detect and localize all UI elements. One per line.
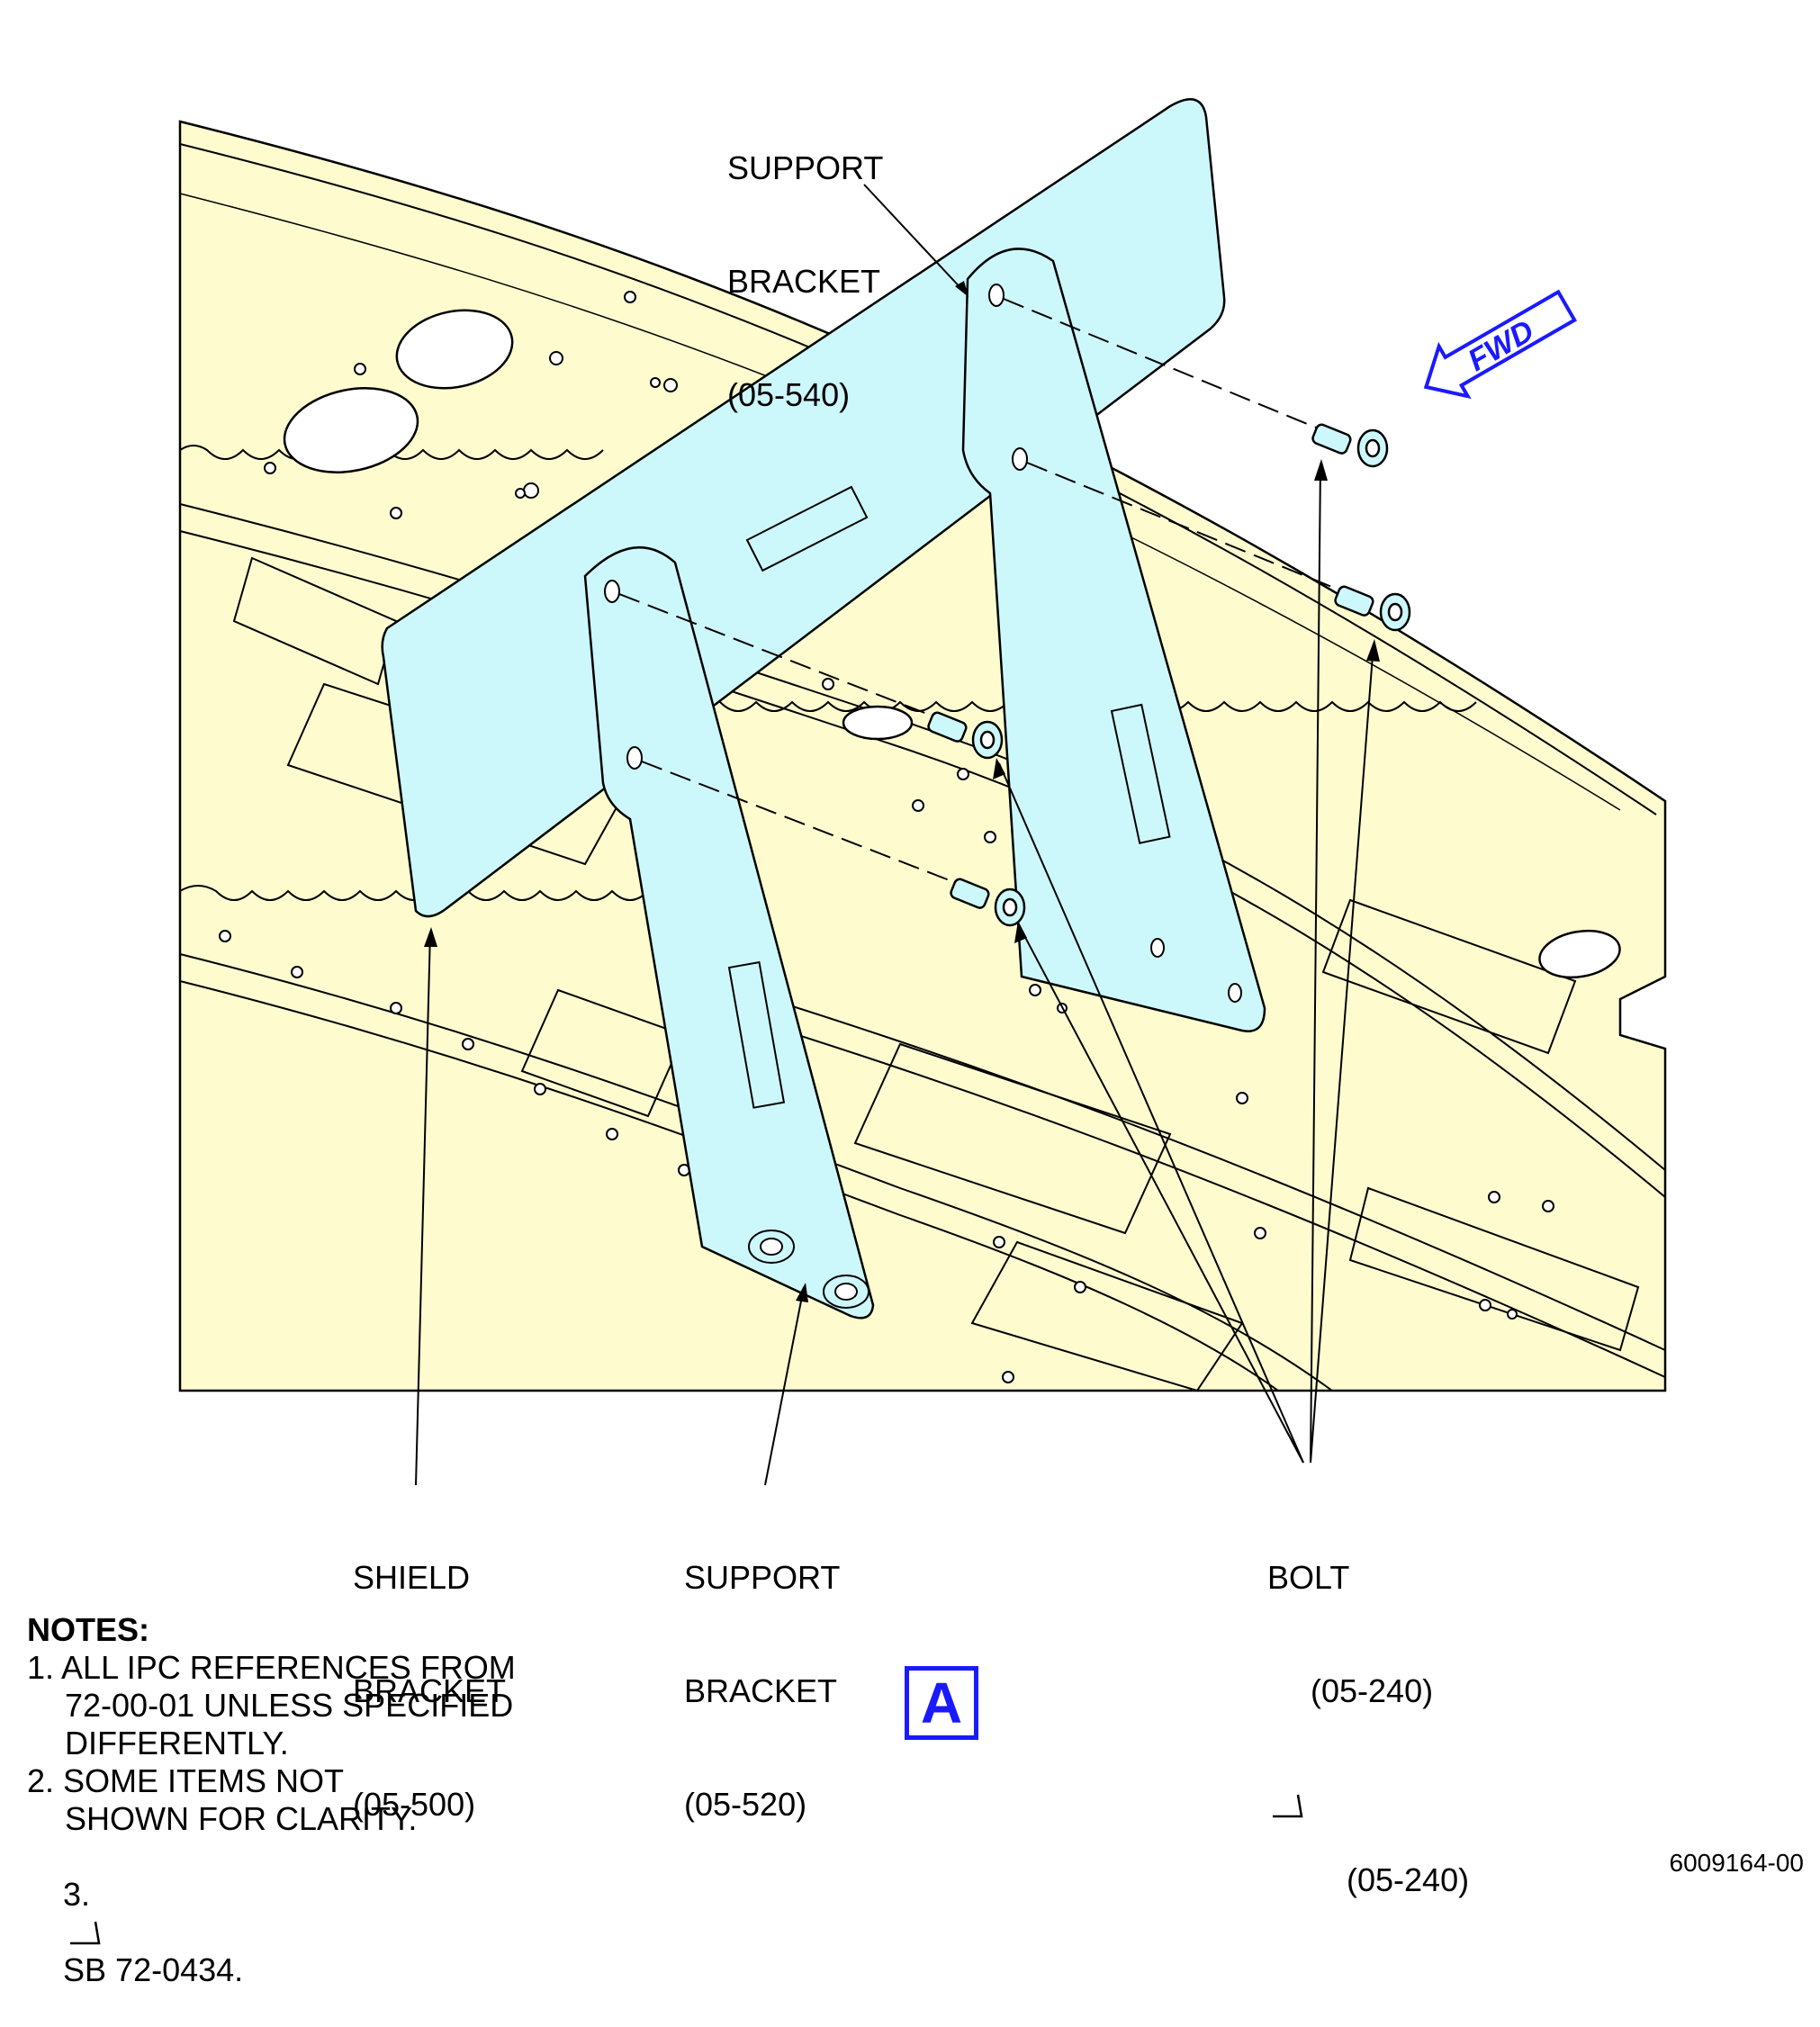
callout-bolt-05-240: BOLT (05-240) (05-240) <box>1267 1559 1470 1898</box>
support-bracket-upper <box>961 248 1266 1032</box>
bolt-2 <box>1334 585 1411 632</box>
nut-plate <box>748 1230 869 1309</box>
bolt-4 <box>950 878 1026 927</box>
bolt-hole <box>1012 447 1028 471</box>
note-3: 3. SB 72-0434. <box>63 1876 244 1988</box>
lightening-holes <box>283 309 1621 979</box>
notes-heading: NOTES: <box>27 1611 150 1648</box>
callout-shield-bracket-05-500: SHIELD BRACKET (05-500) <box>353 1559 507 1823</box>
support-bracket-lower <box>583 545 875 1320</box>
service-bulletin-flag-icon <box>70 1921 101 1945</box>
support-bracket-lower-slot <box>727 960 786 1109</box>
callout-support-bracket-05-540: SUPPORT BRACKET (05-540) <box>727 149 884 413</box>
note-2-line-2: SHOWN FOR CLARITY. <box>65 1800 418 1837</box>
service-bulletin-flag-icon <box>1273 1794 1303 1818</box>
bolt <box>927 423 1411 927</box>
leader-lines <box>415 184 1374 1486</box>
note-1-line-3: DIFFERENTLY. <box>65 1725 289 1761</box>
bolt-1 <box>1311 423 1389 468</box>
note-1-line-1: 1. ALL IPC REFERENCES FROM <box>27 1649 516 1686</box>
callout-support-bracket-05-520: SUPPORT BRACKET (05-520) <box>684 1559 841 1823</box>
bolt-3 <box>927 711 1004 760</box>
bolt-hole <box>604 580 620 603</box>
bolt-hole <box>626 746 643 770</box>
fwd-arrow-icon: FWD <box>1423 289 1577 400</box>
note-1-line-2: 72-00-01 UNLESS SPECIFIED <box>65 1687 514 1724</box>
bolt-hole <box>988 284 1005 307</box>
leader-arrowheads <box>424 281 1380 1302</box>
shield-bracket-slot <box>745 485 869 572</box>
view-label-a: A <box>905 1666 978 1740</box>
install-lines <box>618 298 1339 883</box>
figure-number: 6009164-00 <box>1669 1849 1804 1877</box>
support-bracket-upper-slot <box>1110 703 1171 844</box>
notes-block: NOTES: 1. ALL IPC REFERENCES FROM 72-00-… <box>27 1611 516 2027</box>
note-2-line-1: 2. SOME ITEMS NOT <box>27 1762 345 1799</box>
exploded-view-diagram: FWD <box>178 98 1667 1486</box>
